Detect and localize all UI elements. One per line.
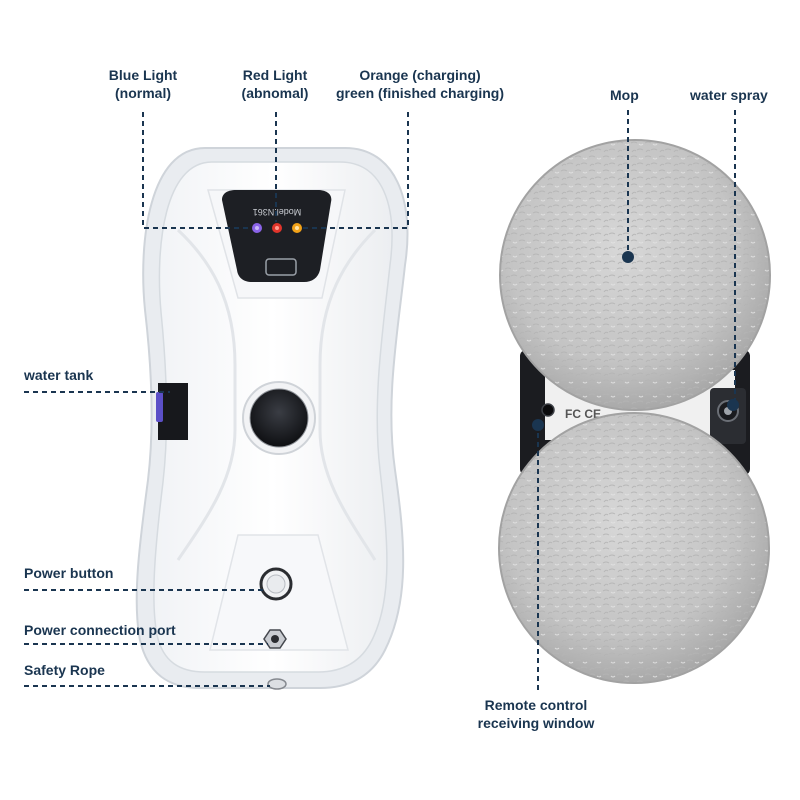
robot-back-view: FC CE [498,139,771,684]
label-remote-window-line2: receiving window [477,715,595,731]
display-slot [265,258,297,276]
label-remote-window: Remote control receiving window [478,696,595,732]
label-blue-light-line2: (normal) [115,85,171,101]
control-button-icon[interactable] [250,389,308,447]
leader-lines [24,110,736,690]
leader-dots [532,251,739,431]
label-mop: Mop [610,87,639,103]
label-orange-light-line2: green (finished charging) [335,85,505,101]
label-water-spray: water spray [690,87,768,103]
label-safety-rope: Safety Rope [24,662,105,678]
label-power-port: Power connection port [24,622,176,638]
label-red-light-line1: Red Light [242,67,308,83]
svg-text:FC CE: FC CE [565,407,601,421]
indicator-panel [222,190,332,282]
water-tank [158,383,188,440]
label-water-tank: water tank [24,367,94,383]
label-orange-light: Orange (charging) green (finished chargi… [336,66,504,102]
safety-rope-icon [267,678,287,690]
label-blue-light-line1: Blue Light [108,67,178,83]
label-orange-light-line1: Orange (charging) [359,67,481,83]
remote-receiver-icon [541,403,555,417]
label-red-light-line2: (abnomal) [241,85,309,101]
label-remote-window-line1: Remote control [484,697,588,713]
label-blue-light: Blue Light (normal) [109,66,177,102]
robot-front-view: Model:N361 [135,147,409,690]
label-red-light: Red Light (abnomal) [242,66,309,102]
label-power-button: Power button [24,565,114,581]
